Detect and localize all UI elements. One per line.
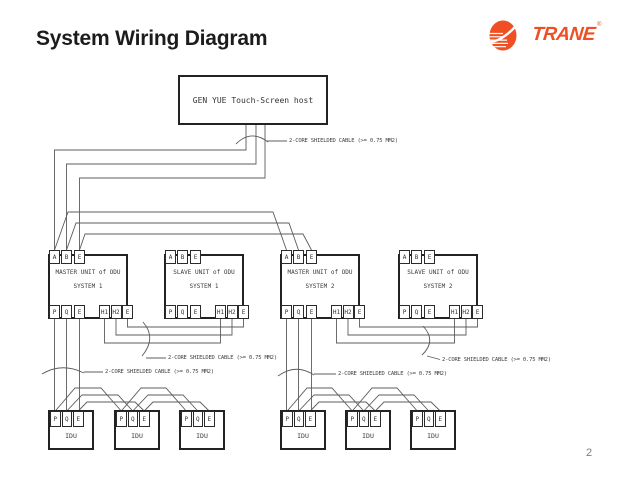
host-label: GEN YUE Touch-Screen host — [192, 95, 314, 105]
odu-name: SLAVE UNIT of ODU — [407, 269, 469, 276]
terminal-e: E — [472, 305, 483, 319]
terminal-b: B — [293, 250, 304, 264]
terminal-p: P — [116, 411, 127, 427]
terminal-q: Q — [177, 305, 188, 319]
cable-label-system2-h: 2-CORE SHIELDED CABLE (>= 0.75 MM2) — [442, 356, 551, 363]
terminal-q: Q — [61, 305, 72, 319]
label-pointer-lines — [84, 140, 441, 375]
terminal-e: E — [73, 411, 84, 427]
host-to-master-cables — [54, 125, 266, 250]
terminal-h1: H1 — [331, 305, 342, 319]
terminal-b: B — [61, 250, 72, 264]
terminal-h1: H1 — [215, 305, 226, 319]
terminal-e: E — [74, 305, 85, 319]
terminal-p: P — [347, 411, 358, 427]
touch-screen-host-box: GEN YUE Touch-Screen host — [178, 75, 328, 125]
terminal-e: E — [139, 411, 150, 427]
terminal-p: P — [399, 305, 410, 319]
cable-label-system2-idu: 2-CORE SHIELDED CABLE (>= 0.75 MM2) — [338, 370, 447, 377]
idu-label: IDU — [131, 432, 143, 440]
terminal-e: E — [354, 305, 365, 319]
terminal-q: Q — [293, 305, 304, 319]
terminal-b: B — [411, 250, 422, 264]
cable-label-system1-idu: 2-CORE SHIELDED CABLE (>= 0.75 MM2) — [105, 368, 214, 375]
idu-daisy-chain-system1 — [54, 387, 210, 412]
idu-label: IDU — [427, 432, 439, 440]
terminal-a: A — [165, 250, 176, 264]
page-number: 2 — [586, 447, 593, 459]
idu-label: IDU — [196, 432, 208, 440]
cable-label-system1-h: 2-CORE SHIELDED CABLE (>= 0.75 MM2) — [168, 354, 277, 361]
terminal-q: Q — [127, 411, 138, 427]
terminal-e: E — [306, 305, 317, 319]
terminal-p: P — [181, 411, 192, 427]
cable-loop-symbols — [41, 135, 431, 377]
terminal-e: E — [424, 305, 435, 319]
terminal-a: A — [281, 250, 292, 264]
odu-name: MASTER UNIT of ODU — [55, 269, 121, 276]
terminal-a: A — [399, 250, 410, 264]
terminal-e: E — [306, 250, 317, 264]
terminal-p: P — [49, 305, 60, 319]
terminal-p: P — [50, 411, 61, 427]
registered-mark: ® — [597, 22, 602, 28]
terminal-q: Q — [423, 411, 434, 427]
terminal-e: E — [190, 305, 201, 319]
terminal-e: E — [238, 305, 249, 319]
idu-label: IDU — [362, 432, 374, 440]
trane-circle-icon — [489, 20, 517, 51]
terminal-e: E — [435, 411, 446, 427]
odu-name: MASTER UNIT of ODU — [287, 269, 353, 276]
terminal-q: Q — [358, 411, 369, 427]
terminal-p: P — [282, 411, 293, 427]
system1-h-cables — [104, 319, 244, 344]
terminal-h2: H2 — [110, 305, 122, 319]
idu-daisy-chain-system2 — [286, 387, 441, 412]
page-title: System Wiring Diagram — [36, 27, 268, 50]
terminal-a: A — [49, 250, 60, 264]
idu-label: IDU — [65, 432, 77, 440]
odu-name: SLAVE UNIT of ODU — [173, 269, 235, 276]
terminal-h1: H1 — [99, 305, 110, 319]
terminal-e: E — [305, 411, 316, 427]
system2-h-cables — [336, 319, 478, 344]
terminal-h2: H2 — [226, 305, 238, 319]
terminal-h2: H2 — [460, 305, 472, 319]
odu-system: SYSTEM 1 — [189, 283, 219, 290]
terminal-e: E — [204, 411, 215, 427]
terminal-q: Q — [411, 305, 422, 319]
terminal-e: E — [424, 250, 435, 264]
cable-label-host: 2-CORE SHIELDED CABLE (>= 0.75 MM2) — [289, 137, 398, 144]
terminal-p: P — [412, 411, 423, 427]
odu-system: SYSTEM 1 — [73, 283, 103, 290]
terminal-e: E — [122, 305, 133, 319]
master1-to-master2-bus — [54, 211, 312, 251]
terminal-e: E — [190, 250, 201, 264]
odu-system: SYSTEM 2 — [423, 283, 453, 290]
terminal-q: Q — [293, 411, 304, 427]
idu-label: IDU — [297, 432, 309, 440]
terminal-e: E — [370, 411, 381, 427]
terminal-e: E — [74, 250, 85, 264]
terminal-h1: H1 — [449, 305, 460, 319]
terminal-q: Q — [61, 411, 72, 427]
terminal-p: P — [165, 305, 176, 319]
terminal-p: P — [281, 305, 292, 319]
terminal-b: B — [177, 250, 188, 264]
terminal-h2: H2 — [342, 305, 354, 319]
terminal-q: Q — [192, 411, 203, 427]
master-to-idu-cables — [54, 319, 312, 411]
odu-system: SYSTEM 2 — [305, 283, 335, 290]
